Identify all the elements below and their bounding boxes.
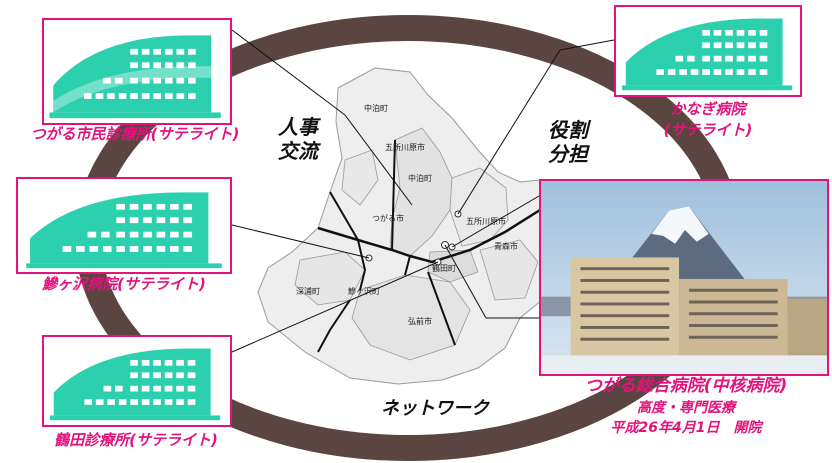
- map-label-tsugaru: つがる市: [372, 214, 404, 223]
- role-sharing-line1: 役割: [548, 118, 588, 142]
- map-label-fukaura: 深浦町: [296, 287, 320, 296]
- hospital-building-icon: [26, 192, 222, 269]
- main-hospital-name: つがる総合病院(中核病院): [584, 376, 788, 396]
- hr-exchange-line1: 人事: [278, 115, 318, 139]
- role-sharing-label: 役割 分担: [538, 118, 598, 166]
- ajigasawa-label: 鰺ヶ沢病院(サテライト): [42, 275, 206, 293]
- map-label-nakadomari: 中泊町: [408, 174, 432, 183]
- map-label-aomori: 青森市: [494, 242, 518, 251]
- tsuruta-label: 鶴田診療所(サテライト): [54, 431, 218, 449]
- main-hospital-opening: 平成26年4月1日 開院: [610, 420, 762, 436]
- map-label-tsuruta: 鶴田町: [432, 264, 456, 273]
- hospital-building-icon: [49, 348, 221, 421]
- tsuruta-box: [42, 335, 232, 427]
- network-label: ネットワーク: [381, 398, 489, 419]
- hr-exchange-line2: 交流: [278, 139, 318, 163]
- hr-exchange-label: 人事 交流: [268, 115, 328, 163]
- ajigasawa-box: [16, 177, 232, 274]
- tsugaru-clinic-box: [42, 18, 232, 125]
- map-region: [257, 67, 543, 385]
- kanagi-label-name: かなぎ病院: [670, 100, 746, 118]
- hospital-building-icon: [621, 18, 793, 91]
- kanagi-box: [614, 5, 802, 97]
- map-label-hirosaki: 弘前市: [408, 317, 432, 326]
- tsugaru-clinic-label: つがる市民診療所(サテライト): [30, 125, 240, 143]
- hospital-building-icon: [49, 35, 221, 119]
- role-sharing-line2: 分担: [548, 142, 588, 166]
- kanagi-label-satellite: (サテライト): [663, 121, 753, 139]
- map-label-nakadomari-north: 中泊町: [364, 104, 388, 113]
- map-label-ajigasawa: 鰺ヶ沢町: [348, 287, 380, 296]
- map-label-goshogawara: 五所川原市: [466, 217, 506, 226]
- main-hospital-photo: [539, 179, 829, 376]
- main-hospital-service: 高度・専門医療: [637, 400, 735, 416]
- connector-lines: [231, 29, 615, 353]
- map-label-goshogawara-north: 五所川原市: [385, 143, 425, 152]
